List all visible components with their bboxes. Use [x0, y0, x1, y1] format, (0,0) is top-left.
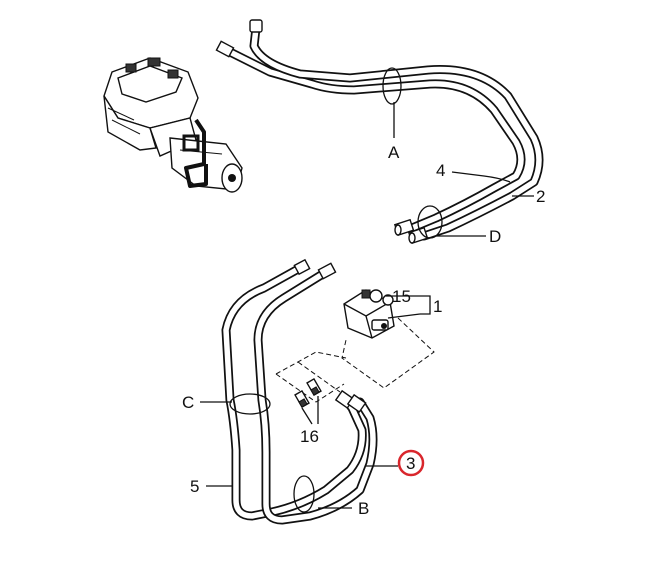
- upper-hose-4: [221, 45, 526, 233]
- hidden-outline: [275, 317, 435, 403]
- callout-4: 4: [436, 161, 445, 180]
- callout-15: 15: [392, 287, 411, 306]
- fittings-16: [294, 377, 322, 409]
- engine-assembly-thumbnail: [103, 57, 243, 193]
- lower-hose-fittings: [293, 258, 367, 413]
- upper-hose-fittings: [215, 19, 429, 245]
- valve-block: [343, 289, 395, 339]
- callout-c: C: [182, 393, 194, 412]
- callout-2: 2: [536, 187, 545, 206]
- callout-1: 1: [433, 297, 442, 316]
- upper-clamps: [382, 67, 443, 239]
- lower-hose-3: [253, 267, 378, 525]
- lower-hose-5: [221, 263, 367, 521]
- upper-hose-2: [249, 23, 544, 241]
- callout-3: 3: [406, 454, 415, 473]
- callout-d: D: [489, 227, 501, 246]
- leader-lines: [200, 102, 534, 509]
- callout-16: 16: [300, 427, 319, 446]
- callout-b: B: [358, 499, 369, 518]
- lower-clamps: [229, 393, 315, 513]
- callout-5: 5: [190, 477, 199, 496]
- callout-a: A: [388, 143, 400, 162]
- highlight-circle: [397, 449, 425, 477]
